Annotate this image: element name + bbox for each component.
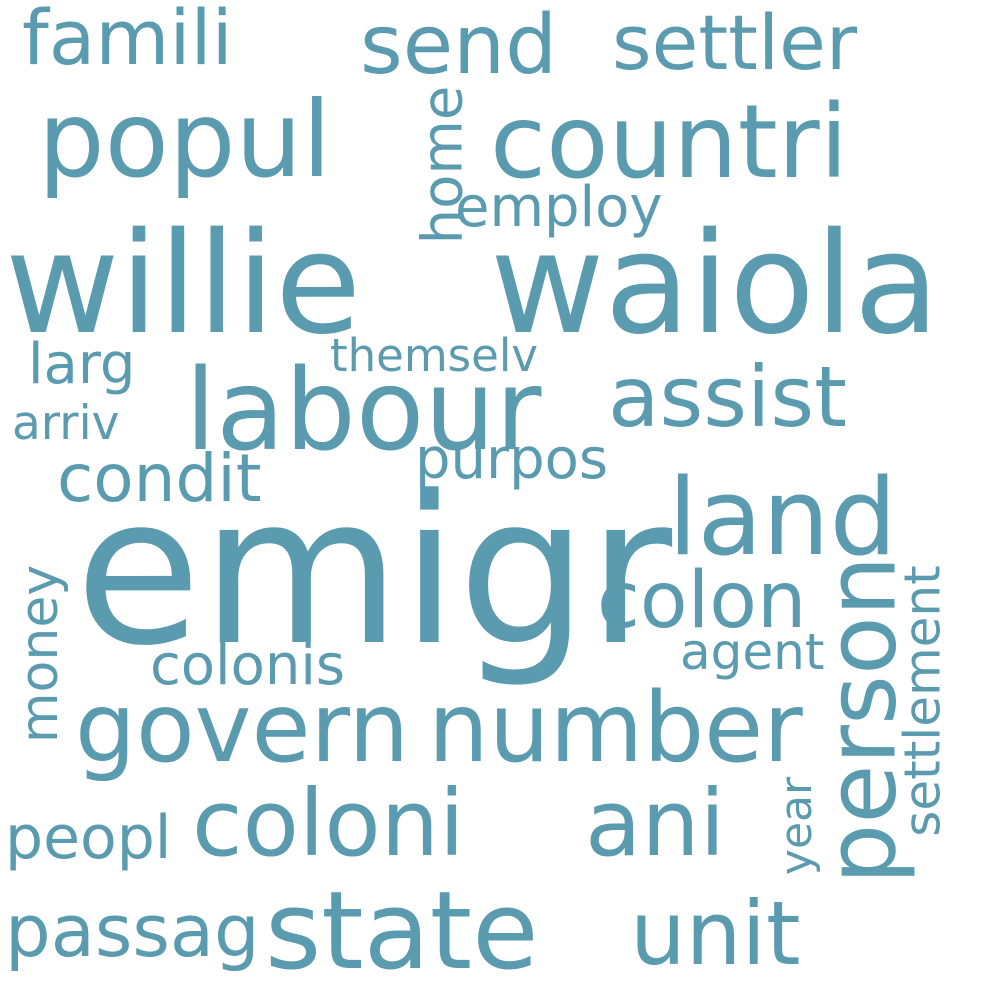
word-state: state (265, 869, 539, 994)
word-larg: larg (28, 332, 136, 397)
word-number: number (428, 672, 803, 784)
word-unit: unit (630, 882, 801, 985)
word-colonis: colonis (150, 633, 346, 698)
word-govern: govern (75, 672, 410, 784)
word-land: land (668, 456, 897, 579)
word-colon: colon (597, 556, 807, 646)
word-willie: willie (5, 203, 362, 366)
word-employ: employ (455, 175, 663, 240)
word-labour: labour (185, 346, 542, 476)
word-waiola: waiola (490, 203, 940, 366)
word-famili: famili (22, 0, 233, 82)
word-passag: passag (5, 889, 260, 973)
word-countri: countri (490, 83, 849, 202)
word-emigr: emigr (75, 453, 673, 691)
word-ani: ani (585, 770, 726, 877)
word-settlement: settlement (893, 565, 952, 837)
word-agent: agent (680, 623, 825, 681)
word-themselv: themselv (330, 329, 538, 382)
word-money: money (10, 564, 71, 744)
word-arriv: arriv (12, 396, 120, 451)
word-send: send (360, 0, 558, 93)
word-popul: popul (38, 79, 332, 201)
word-purpos: purpos (415, 427, 609, 492)
word-peopl: peopl (5, 803, 172, 873)
word-coloni: coloni (192, 770, 465, 877)
word-year: year (771, 776, 823, 876)
word-settler: settler (612, 0, 858, 87)
word-condit: condit (57, 440, 262, 517)
word-assist: assist (608, 348, 848, 446)
